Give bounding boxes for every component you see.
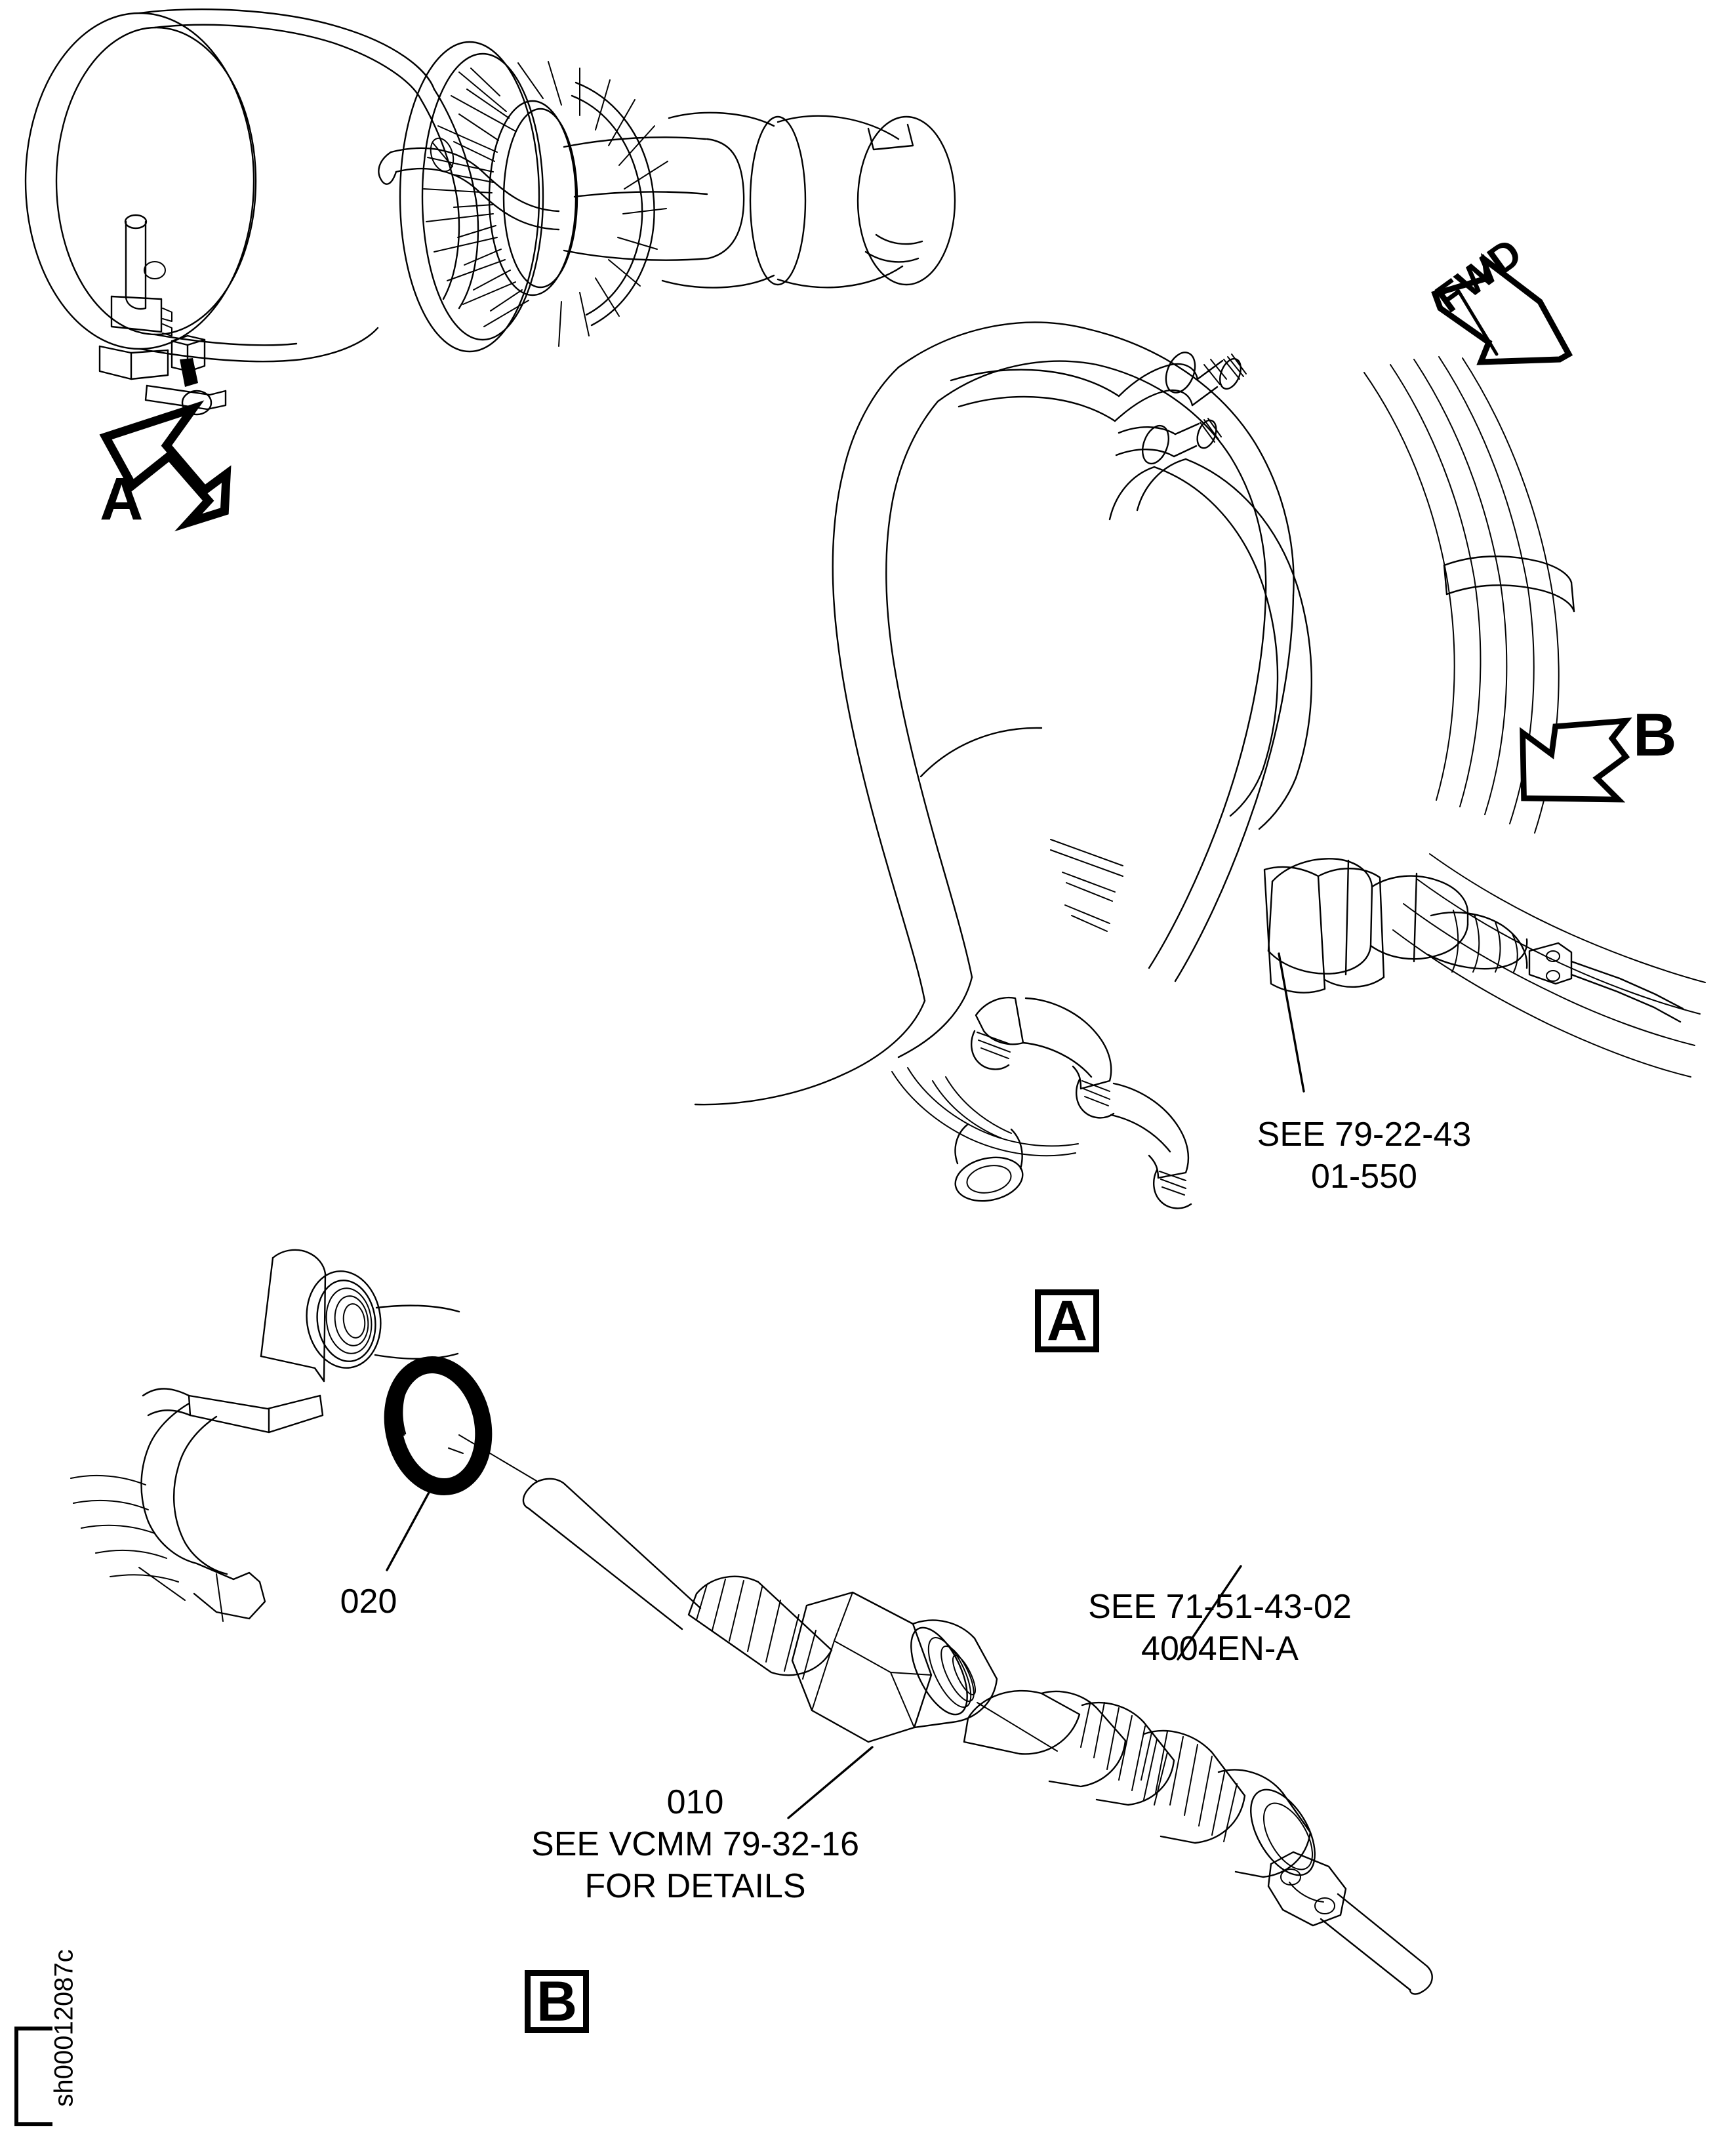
threaded-port-boss xyxy=(70,1249,460,1622)
detail-view-label-a: A xyxy=(1035,1289,1099,1352)
fan-case-sensor-fitting xyxy=(98,214,227,416)
electrical-connector xyxy=(963,1689,1433,1995)
view-arrow-b xyxy=(1520,717,1632,803)
callout-item-020: 020 xyxy=(340,1583,397,1621)
figure-id-bracket xyxy=(14,2027,52,2126)
figure-id-text: sh00012087c xyxy=(49,1949,79,2107)
callout-see-71-51-43-02-line1: SEE 71-51-43-02 xyxy=(1088,1588,1352,1626)
gearbox-housing xyxy=(891,727,1192,1209)
forward-direction-arrow xyxy=(1431,252,1573,365)
callout-item-010-line3: FOR DETAILS xyxy=(584,1867,806,1905)
figure-id-block: sh00012087c xyxy=(14,1889,93,2131)
lower-harness-run xyxy=(1392,853,1706,1078)
upper-tube-run xyxy=(950,352,1247,465)
view-arrow-b-letter: B xyxy=(1633,702,1678,769)
engine-fan-exhaust-assembly xyxy=(24,8,956,416)
leader-line-020 xyxy=(386,1489,432,1571)
leader-line-010 xyxy=(787,1746,874,1819)
detail-view-label-b: B xyxy=(525,1970,589,2033)
assembly-axis-line-left xyxy=(458,1434,537,1482)
callout-see-79-22-43-line1: SEE 79-22-43 xyxy=(1257,1116,1472,1154)
leader-line-see-79-22-43 xyxy=(1278,952,1305,1093)
o-ring-seal xyxy=(384,1356,493,1496)
callout-see-79-22-43-line2: 01-550 xyxy=(1311,1158,1417,1196)
view-arrow-a-letter: A xyxy=(100,466,144,533)
callout-item-010-line2: SEE VCMM 79-32-16 xyxy=(531,1825,859,1863)
callout-see-71-51-43-02-line2: 4004EN-A xyxy=(1141,1630,1299,1668)
gearbox-sensor-boss xyxy=(1263,866,1385,994)
view-arrow-a xyxy=(99,400,232,532)
callout-item-010: 010 xyxy=(666,1783,724,1821)
inline-hex-union xyxy=(1267,858,1684,1023)
main-feed-tube xyxy=(1108,458,1312,830)
sensor-probe xyxy=(522,1478,998,1743)
leader-line-4004en-a xyxy=(1177,1565,1242,1661)
engine-casing-tubing-assembly xyxy=(694,321,1706,1209)
detail-b-exploded-view xyxy=(70,1249,1433,1995)
assembly-axis-line xyxy=(977,1702,1058,1752)
